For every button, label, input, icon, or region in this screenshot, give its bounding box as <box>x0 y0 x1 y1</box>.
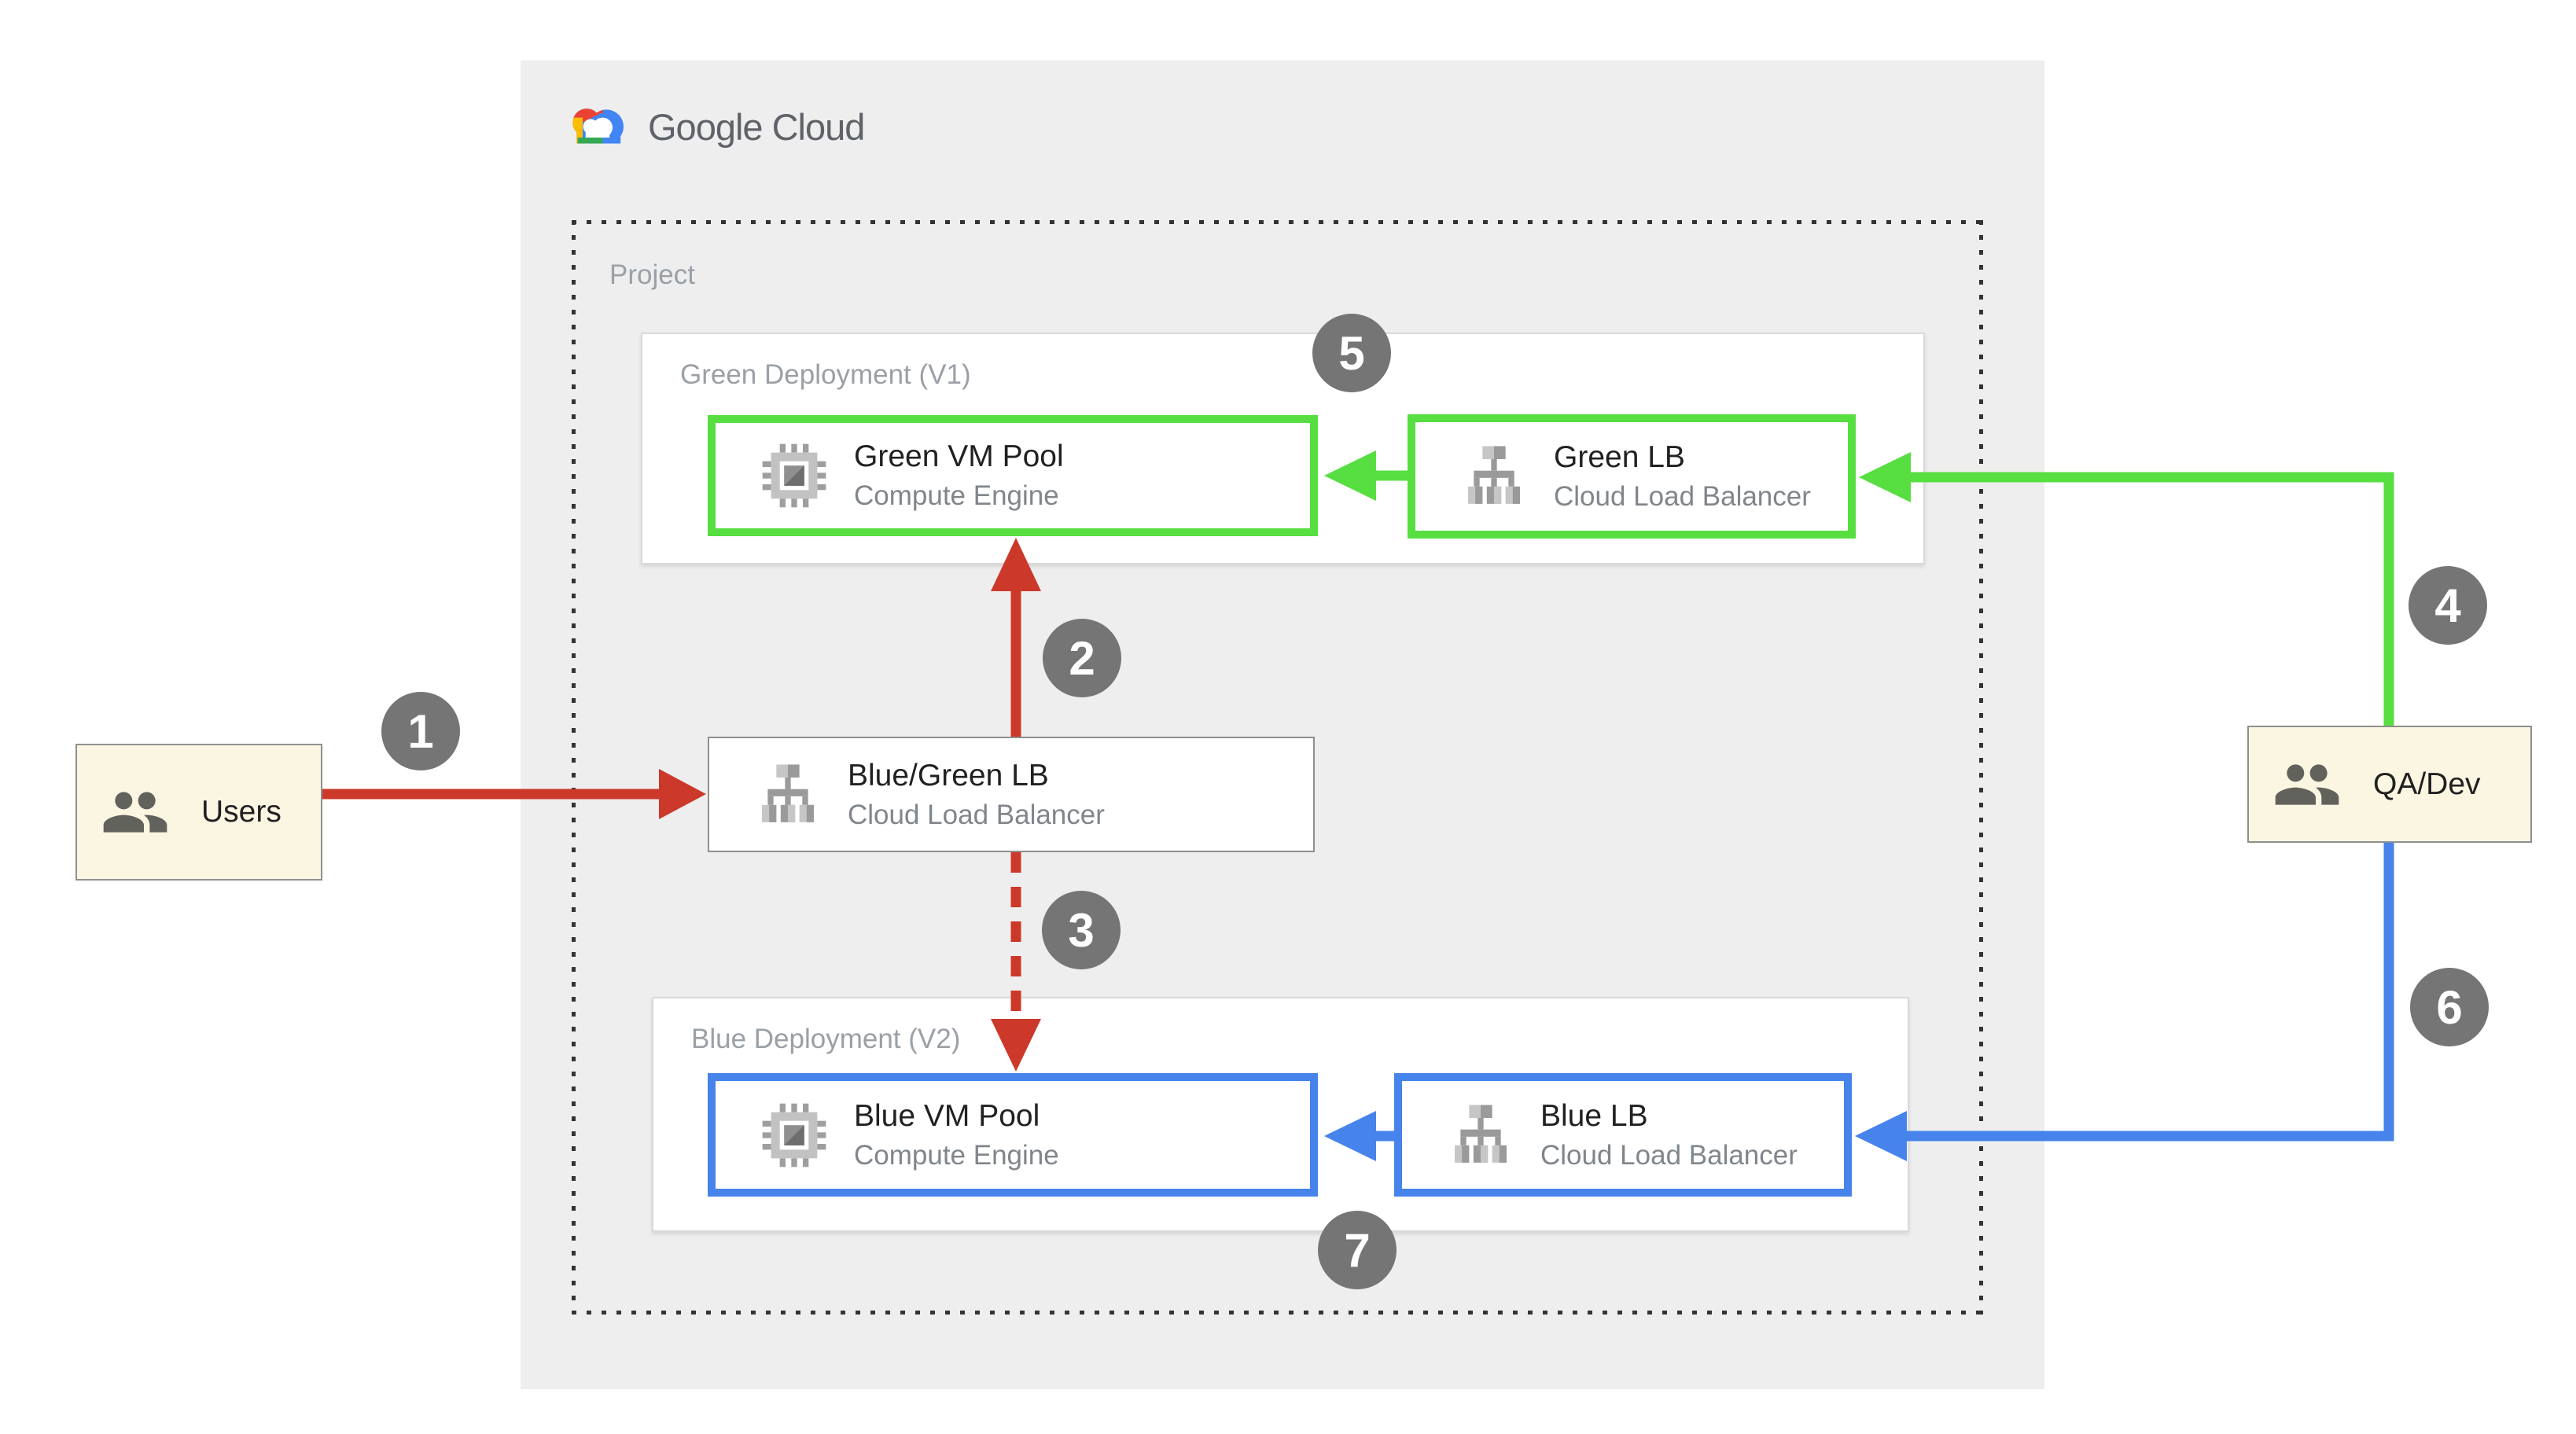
google-cloud-logo-icon <box>572 108 624 144</box>
node-blue-vm-pool: Blue VM Pool Compute Engine <box>708 1073 1318 1197</box>
compute-engine-icon <box>762 443 826 508</box>
node-green-vm-pool: Green VM Pool Compute Engine <box>708 415 1318 536</box>
project-boundary-left <box>572 220 576 1314</box>
node-subtitle: Cloud Load Balancer <box>1554 481 1811 512</box>
load-balancer-icon <box>762 764 814 822</box>
users-icon <box>2275 763 2339 805</box>
google-cloud-logo: Google Cloud <box>565 101 865 153</box>
blue-deployment-label: Blue Deployment (V2) <box>691 1024 961 1054</box>
node-green-lb: Green LB Cloud Load Balancer <box>1408 414 1856 539</box>
actor-users-label: Users <box>201 795 282 829</box>
users-icon <box>103 792 167 833</box>
node-title: Green VM Pool <box>854 439 1064 473</box>
step-badge-7: 7 <box>1318 1211 1397 1289</box>
node-bluegreen-lb: Blue/Green LB Cloud Load Balancer <box>708 737 1315 852</box>
project-boundary-right <box>1979 220 1983 1314</box>
step-badge-4: 4 <box>2409 566 2487 645</box>
step-badge-5: 5 <box>1312 314 1391 392</box>
node-subtitle: Cloud Load Balancer <box>848 799 1105 830</box>
node-subtitle: Cloud Load Balancer <box>1540 1139 1798 1171</box>
load-balancer-icon <box>1468 446 1520 504</box>
node-subtitle: Compute Engine <box>854 480 1059 511</box>
green-deployment-label: Green Deployment (V1) <box>680 359 971 390</box>
node-title: Blue LB <box>1540 1098 1648 1133</box>
actor-users: Users <box>75 744 322 881</box>
node-title: Blue VM Pool <box>854 1098 1040 1133</box>
load-balancer-icon <box>1455 1105 1507 1163</box>
node-blue-lb: Blue LB Cloud Load Balancer <box>1394 1073 1852 1197</box>
project-label: Project <box>609 259 695 290</box>
actor-qa-dev-label: QA/Dev <box>2373 767 2481 801</box>
compute-engine-icon <box>762 1103 826 1167</box>
project-boundary-top <box>572 220 1983 224</box>
project-boundary-bottom <box>572 1311 1983 1314</box>
node-title: Blue/Green LB <box>848 758 1049 792</box>
node-title: Green LB <box>1554 440 1685 474</box>
actor-qa-dev: QA/Dev <box>2247 726 2532 843</box>
step-badge-6: 6 <box>2410 968 2489 1046</box>
step-badge-3: 3 <box>1042 891 1121 969</box>
step-badge-1: 1 <box>381 692 460 770</box>
google-cloud-logo-text: Google Cloud <box>648 105 865 148</box>
node-subtitle: Compute Engine <box>854 1139 1059 1171</box>
step-badge-2: 2 <box>1043 619 1121 697</box>
